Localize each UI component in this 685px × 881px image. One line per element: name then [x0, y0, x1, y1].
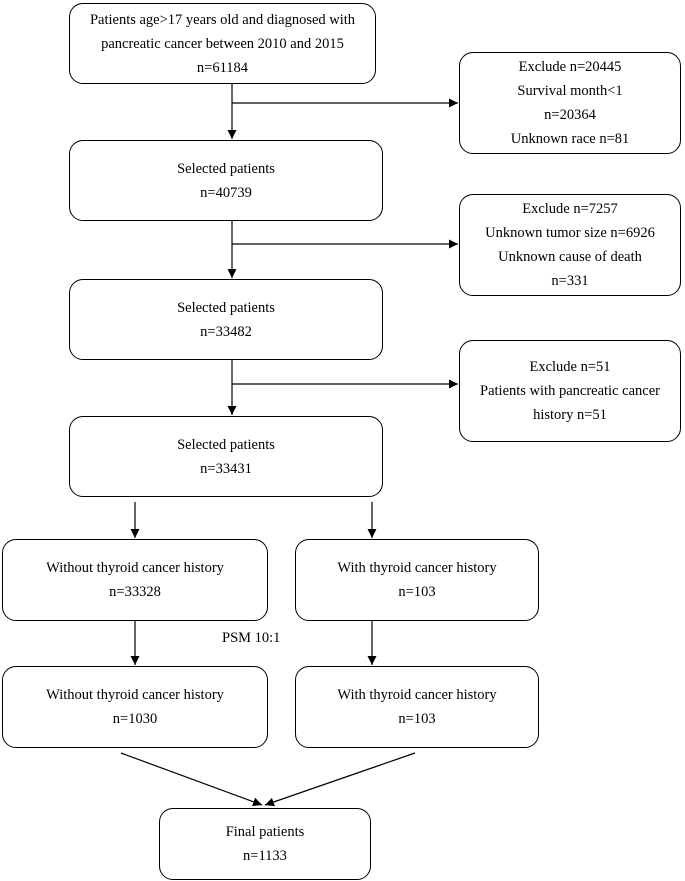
box-exclusion-3: Exclude n=51 Patients with pancreatic ca… [459, 340, 681, 442]
box-text: Selected patients [177, 436, 275, 453]
box-with-thyroid-after-psm: With thyroid cancer history n=103 [295, 666, 539, 748]
box-text: Unknown cause of death [498, 249, 642, 265]
box-count: n=61184 [196, 59, 249, 76]
box-count: n=40739 [200, 184, 252, 201]
psm-label: PSM 10:1 [222, 630, 281, 646]
box-selected-patients-3: Selected patients n=33431 [69, 416, 383, 497]
box-text: Selected patients [177, 299, 275, 316]
box-text: Patients age>17 years old and diagnosed … [89, 11, 356, 28]
box-exclusion-2: Exclude n=7257 Unknown tumor size n=6926… [459, 194, 681, 296]
box-text: Exclude n=51 [529, 359, 611, 375]
box-selected-patients-1: Selected patients n=40739 [69, 140, 383, 221]
box-without-thyroid-before-psm: Without thyroid cancer history n=33328 [2, 539, 268, 621]
box-count: n=103 [398, 584, 436, 600]
box-count: n=103 [398, 711, 436, 727]
box-text: Without thyroid cancer history [46, 687, 224, 703]
box-count: n=1133 [243, 848, 287, 864]
box-count: n=1030 [112, 711, 158, 727]
box-text: Exclude n=7257 [522, 201, 618, 217]
box-count: n=33431 [200, 460, 252, 477]
box-text: Without thyroid cancer history [46, 560, 224, 576]
box-count: n=33482 [200, 323, 252, 340]
box-text: Exclude n=20445 [518, 59, 622, 75]
box-text: Unknown race n=81 [510, 131, 630, 147]
box-text: Patients with pancreatic cancer [480, 383, 660, 399]
box-final-patients: Final patients n=1133 [159, 808, 371, 880]
box-exclusion-1: Exclude n=20445 Survival month<1 n=20364… [459, 52, 681, 154]
box-selected-patients-2: Selected patients n=33482 [69, 279, 383, 360]
box-count: n=33328 [109, 584, 161, 600]
box-with-thyroid-before-psm: With thyroid cancer history n=103 [295, 539, 539, 621]
box-text: With thyroid cancer history [337, 560, 497, 576]
box-initial-patients: Patients age>17 years old and diagnosed … [69, 3, 376, 84]
box-text: Survival month<1 [517, 83, 623, 99]
box-text: n=331 [551, 273, 589, 289]
box-text: Final patients [225, 824, 305, 840]
arrow-with-to-final [264, 752, 416, 807]
box-text: history n=51 [533, 407, 607, 423]
box-without-thyroid-after-psm: Without thyroid cancer history n=1030 [2, 666, 268, 748]
box-text: Selected patients [177, 160, 275, 177]
box-text: With thyroid cancer history [337, 687, 497, 703]
box-text: pancreatic cancer between 2010 and 2015 [101, 35, 344, 52]
box-text: n=20364 [544, 107, 596, 123]
arrow-without-to-final [120, 752, 263, 807]
box-text: Unknown tumor size n=6926 [485, 225, 655, 241]
